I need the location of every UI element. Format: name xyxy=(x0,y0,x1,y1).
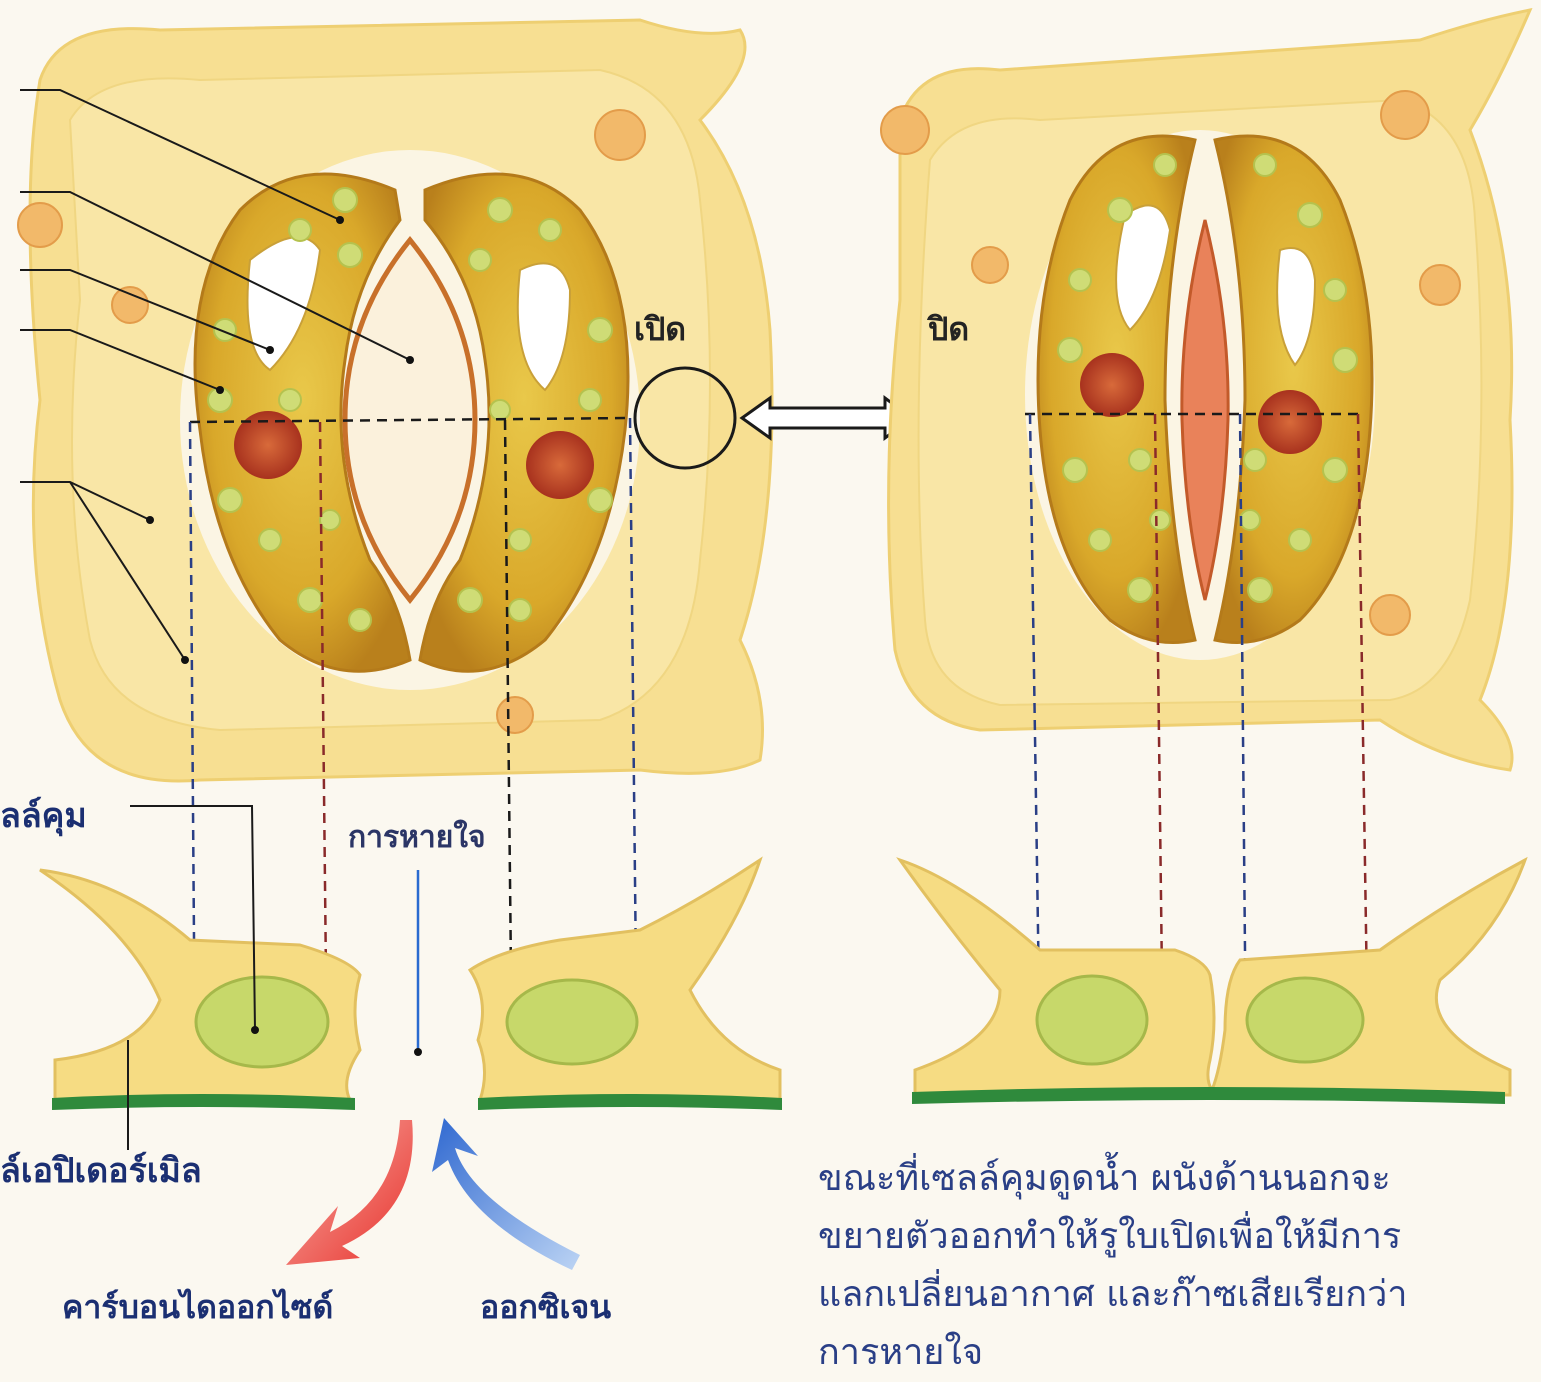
cuticle-right xyxy=(478,1094,782,1110)
oxygen-arrow xyxy=(432,1118,580,1270)
double-arrow xyxy=(742,398,912,438)
open-label: เปิด xyxy=(634,304,686,355)
closed-stoma-surface xyxy=(881,10,1530,770)
cross-section-left-half xyxy=(40,870,360,1100)
cuticle-left xyxy=(52,1094,355,1110)
closed-cross-section xyxy=(900,860,1525,1104)
guard-cell-label: ลล์คุม xyxy=(0,788,87,842)
caption-line: ขยายตัวออกทำให้รูใบเปิดเพื่อให้มีการ xyxy=(818,1208,1533,1266)
guard-cell-section-left xyxy=(196,977,328,1067)
caption-line: แลกเปลี่ยนอากาศ และก๊าซเสียเรียกว่า xyxy=(818,1266,1533,1324)
carbon-dioxide-arrow xyxy=(286,1120,413,1265)
nucleus-right xyxy=(1258,390,1322,454)
nucleus-left xyxy=(1080,353,1144,417)
carbon-dioxide-label: คาร์บอนไดออกไซด์ xyxy=(62,1282,333,1333)
nucleus-right xyxy=(526,431,594,499)
guard-cell-section-right xyxy=(507,980,637,1064)
caption: ขณะที่เซลล์คุมดูดน้ำ ผนังด้านนอกจะ ขยายต… xyxy=(818,1150,1533,1382)
caption-line: การหายใจ xyxy=(818,1324,1533,1382)
oxygen-label: ออกซิเจน xyxy=(480,1282,611,1333)
guard-cell-section-left xyxy=(1037,976,1147,1064)
open-stoma-surface xyxy=(18,20,772,781)
respiration-label: การหายใจ xyxy=(348,814,486,861)
caption-line: ขณะที่เซลล์คุมดูดน้ำ ผนังด้านนอกจะ xyxy=(818,1150,1533,1208)
closed-label: ปิด xyxy=(928,304,969,355)
guard-cell-section-right xyxy=(1247,978,1363,1062)
cross-section-closed xyxy=(900,860,1525,1095)
epidermal-cell-label: ล์เอปิเดอร์เมิล xyxy=(0,1143,202,1197)
cross-section-right-half xyxy=(470,860,780,1100)
cuticle-closed xyxy=(912,1087,1505,1104)
